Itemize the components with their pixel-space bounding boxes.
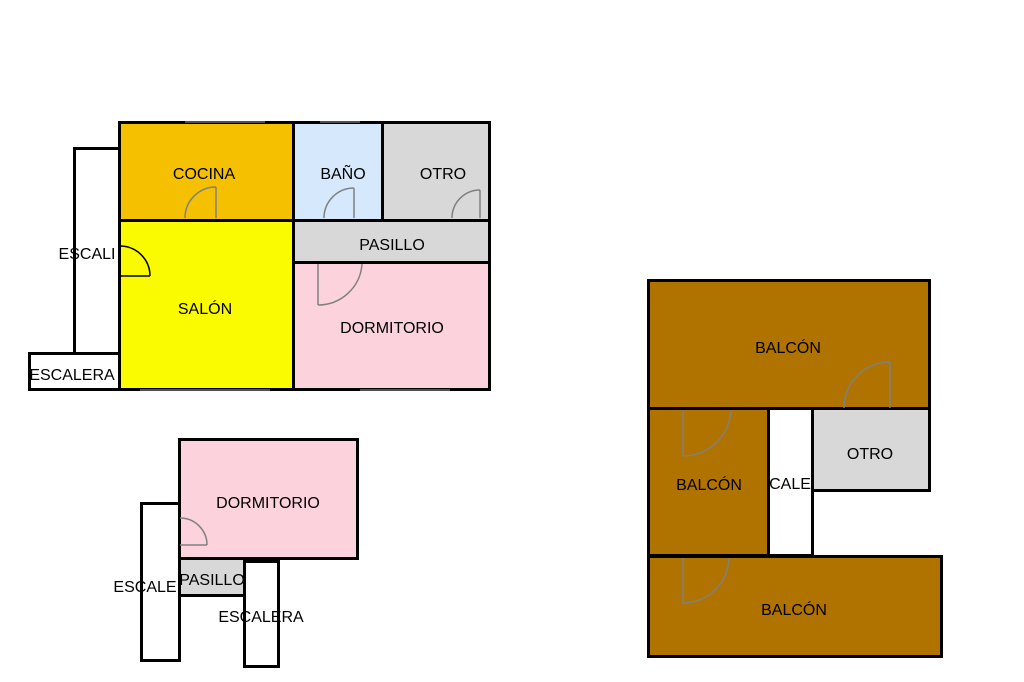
- hallway-label: PASILLO: [359, 237, 425, 254]
- balcony-top-label: BALCÓN: [755, 340, 821, 357]
- kitchen-label: COCINA: [172, 166, 236, 183]
- stair-bottom-label: ESCALERA: [29, 367, 115, 384]
- bedroom-2-room: [178, 438, 359, 560]
- bedroom-2-label: DORMITORIO: [216, 495, 320, 512]
- stair-left-label: ESCALE: [113, 579, 177, 596]
- other-3-label: OTRO: [846, 446, 894, 463]
- balcony-left-room: [647, 407, 770, 557]
- balcony-bottom-room: [647, 555, 943, 658]
- bedroom-label: DORMITORIO: [340, 320, 444, 337]
- stair-right-room: [243, 560, 280, 668]
- bedroom-room: [292, 261, 491, 391]
- balcony-left-label: BALCÓN: [676, 477, 742, 494]
- stair-3-label: CALE: [769, 476, 811, 493]
- stair-left-room: [140, 502, 181, 662]
- living-room: [118, 219, 295, 391]
- other-label: OTRO: [419, 166, 467, 183]
- stair-side-label: ESCALI: [58, 246, 116, 263]
- bathroom-label: BAÑO: [320, 166, 366, 183]
- living-label: SALÓN: [177, 301, 233, 318]
- hallway-2-label: PASILLO: [179, 572, 245, 589]
- stair-horizontal-room: [28, 352, 121, 391]
- balcony-bottom-label: BALCÓN: [761, 602, 827, 619]
- other-3-room: [811, 407, 931, 492]
- stair-right-label: ESCALERA: [218, 609, 304, 626]
